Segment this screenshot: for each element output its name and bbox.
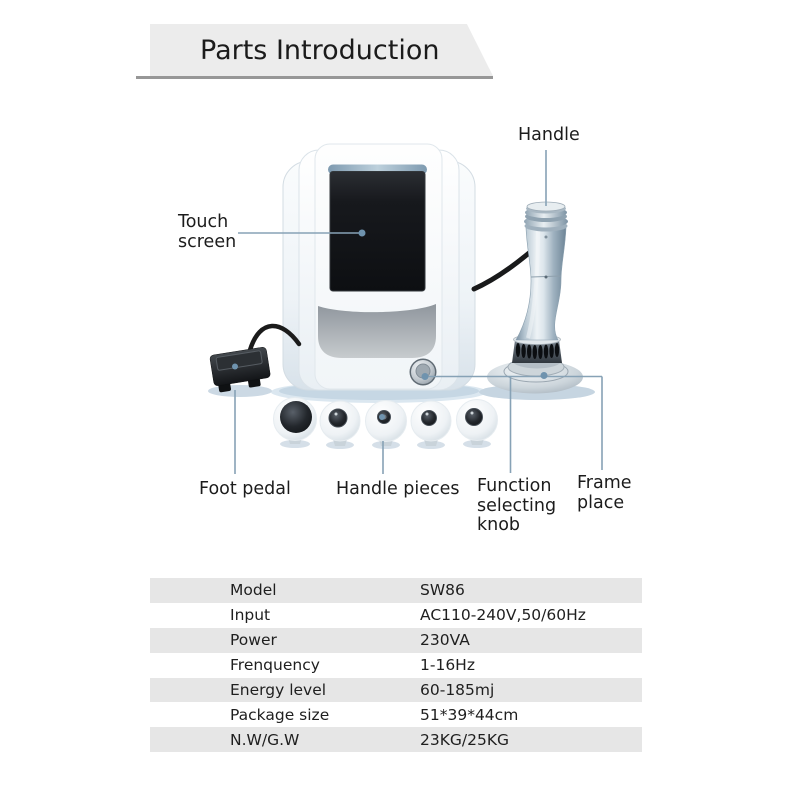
spec-label: Input <box>230 606 271 625</box>
spec-value: 23KG/25KG <box>420 730 510 749</box>
front-gray-panel <box>318 304 436 358</box>
leader-dots <box>232 229 548 420</box>
spec-table: Model SW86 Input AC110-240V,50/60Hz Powe… <box>150 578 642 753</box>
table-row: Package size 51*39*44cm <box>150 702 642 728</box>
handpiece-cable <box>471 250 532 292</box>
function-selecting-knob-label: Function selecting knob <box>477 476 557 535</box>
spec-label: Frenquency <box>230 656 320 675</box>
handle-label: Handle <box>518 125 580 145</box>
spec-value: 60-185mj <box>420 681 495 699</box>
foot-pedal-label: Foot pedal <box>199 479 291 499</box>
handle-piece <box>456 399 498 448</box>
spec-label: Model <box>230 581 277 600</box>
vent-holes <box>515 343 560 359</box>
leader-lines <box>234 150 603 474</box>
handle-pieces-dot <box>379 414 385 420</box>
handle-pieces <box>273 397 498 449</box>
foot-pedal-cable <box>247 323 302 353</box>
spec-value: 51*39*44cm <box>420 705 519 724</box>
foot-pedal <box>209 347 271 393</box>
handle-pieces-label: Handle pieces <box>336 479 460 499</box>
touch-screen <box>329 171 426 292</box>
foot-pedal-dot <box>232 363 238 370</box>
handle-piece <box>273 397 317 448</box>
spec-label: Power <box>230 631 277 650</box>
table-row: N.W/G.W 23KG/25KG <box>150 727 642 753</box>
main-unit <box>282 143 476 391</box>
spec-label: Package size <box>230 705 330 724</box>
table-row: Model SW86 <box>150 578 642 603</box>
handpiece-cap <box>524 201 568 232</box>
touch-screen-dot <box>358 229 366 237</box>
table-row: Input AC110-240V,50/60Hz <box>150 602 642 628</box>
handle-piece <box>319 400 361 449</box>
page-title: Parts Introduction <box>200 34 440 66</box>
handle-handpiece <box>512 201 568 363</box>
touch-screen-label: Touch screen <box>178 212 237 252</box>
table-row: Energy level 60-185mj <box>150 677 642 703</box>
spec-value: SW86 <box>420 581 465 600</box>
banner-underline <box>136 76 493 79</box>
function-knob-dot <box>421 373 429 380</box>
handle-piece <box>410 400 452 449</box>
table-row: Power 230VA <box>150 627 642 653</box>
spec-label: N.W/G.W <box>230 730 300 749</box>
function-selecting-knob <box>409 358 437 386</box>
section-banner: Parts Introduction <box>150 24 493 76</box>
spec-value: 1-16Hz <box>420 656 475 675</box>
table-row: Frenquency 1-16Hz <box>150 652 642 678</box>
spec-value: 230VA <box>420 631 470 650</box>
spec-value: AC110-240V,50/60Hz <box>420 606 586 625</box>
frame-place-dot <box>540 372 548 379</box>
frame-place-label: Frame place <box>577 473 632 513</box>
spec-label: Energy level <box>230 681 327 699</box>
handle-piece <box>365 400 407 449</box>
